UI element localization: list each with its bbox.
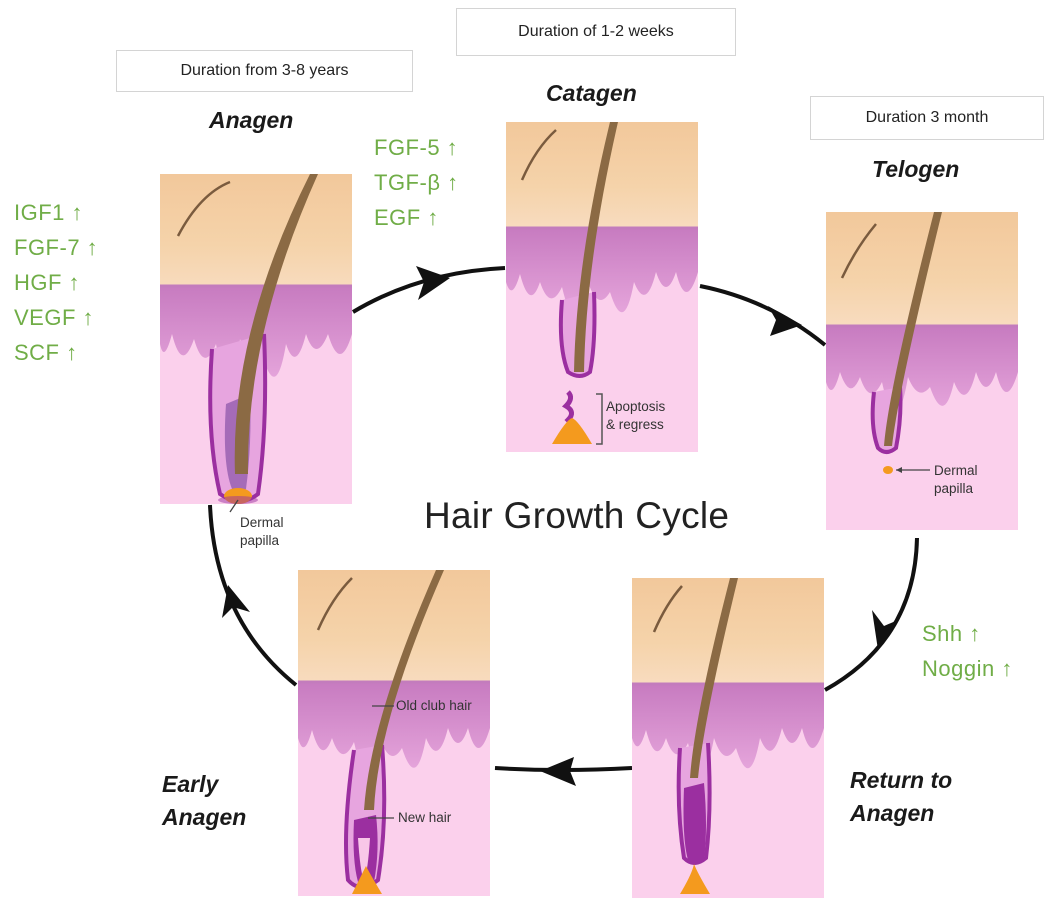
factor-noggin: Noggin ↑ — [922, 651, 1013, 686]
catagen-apoptosis-line2: & regress — [606, 416, 665, 434]
factors-catagen: FGF-5 ↑ TGF-β ↑ EGF ↑ — [374, 130, 459, 235]
stage-title-catagen: Catagen — [546, 80, 637, 107]
new-hair-label: New hair — [398, 809, 451, 827]
catagen-apoptosis-label: Apoptosis & regress — [606, 398, 665, 434]
factor-hgf: HGF ↑ — [14, 265, 98, 300]
anagen-papilla-label: Dermal papilla — [240, 514, 284, 550]
duration-telogen: Duration 3 month — [810, 96, 1044, 140]
anagen-papilla-line2: papilla — [240, 532, 284, 550]
factor-vegf: VEGF ↑ — [14, 300, 98, 335]
duration-anagen: Duration from 3-8 years — [116, 50, 413, 92]
old-club-hair-label: Old club hair — [396, 697, 472, 715]
stage-title-anagen: Anagen — [209, 107, 293, 134]
arc-catagen-to-telogen — [700, 286, 825, 345]
factors-anagen: IGF1 ↑ FGF-7 ↑ HGF ↑ VEGF ↑ SCF ↑ — [14, 195, 98, 370]
factor-shh: Shh ↑ — [922, 616, 1013, 651]
stage-title-return-anagen: Return to Anagen — [850, 764, 952, 830]
panel-catagen — [506, 122, 698, 452]
stage-title-early-anagen: Early Anagen — [162, 768, 246, 834]
panel-return-anagen — [632, 578, 824, 898]
factor-tgfb: TGF-β ↑ — [374, 165, 459, 200]
telogen-papilla-line1: Dermal — [934, 462, 978, 480]
anagen-papilla-line1: Dermal — [240, 514, 284, 532]
factor-fgf7: FGF-7 ↑ — [14, 230, 98, 265]
factor-igf1: IGF1 ↑ — [14, 195, 98, 230]
center-title: Hair Growth Cycle — [424, 495, 729, 537]
factor-scf: SCF ↑ — [14, 335, 98, 370]
factors-return: Shh ↑ Noggin ↑ — [922, 616, 1013, 686]
arrowhead-3 — [872, 610, 898, 650]
factor-fgf5: FGF-5 ↑ — [374, 130, 459, 165]
telogen-papilla-line2: papilla — [934, 480, 978, 498]
catagen-apoptosis-line1: Apoptosis — [606, 398, 665, 416]
early-anagen-line2: Anagen — [162, 801, 246, 834]
telogen-papilla-label: Dermal papilla — [934, 462, 978, 498]
factor-egf: EGF ↑ — [374, 200, 459, 235]
return-anagen-line1: Return to — [850, 764, 952, 797]
return-anagen-line2: Anagen — [850, 797, 952, 830]
panel-early-anagen — [298, 570, 490, 896]
panel-anagen — [160, 174, 352, 504]
stage-title-telogen: Telogen — [872, 156, 959, 183]
arc-telogen-to-return — [825, 538, 917, 690]
arrowhead-2 — [768, 306, 802, 336]
duration-catagen: Duration of 1-2 weeks — [456, 8, 736, 56]
early-anagen-line1: Early — [162, 768, 246, 801]
panel-telogen — [826, 212, 1018, 530]
